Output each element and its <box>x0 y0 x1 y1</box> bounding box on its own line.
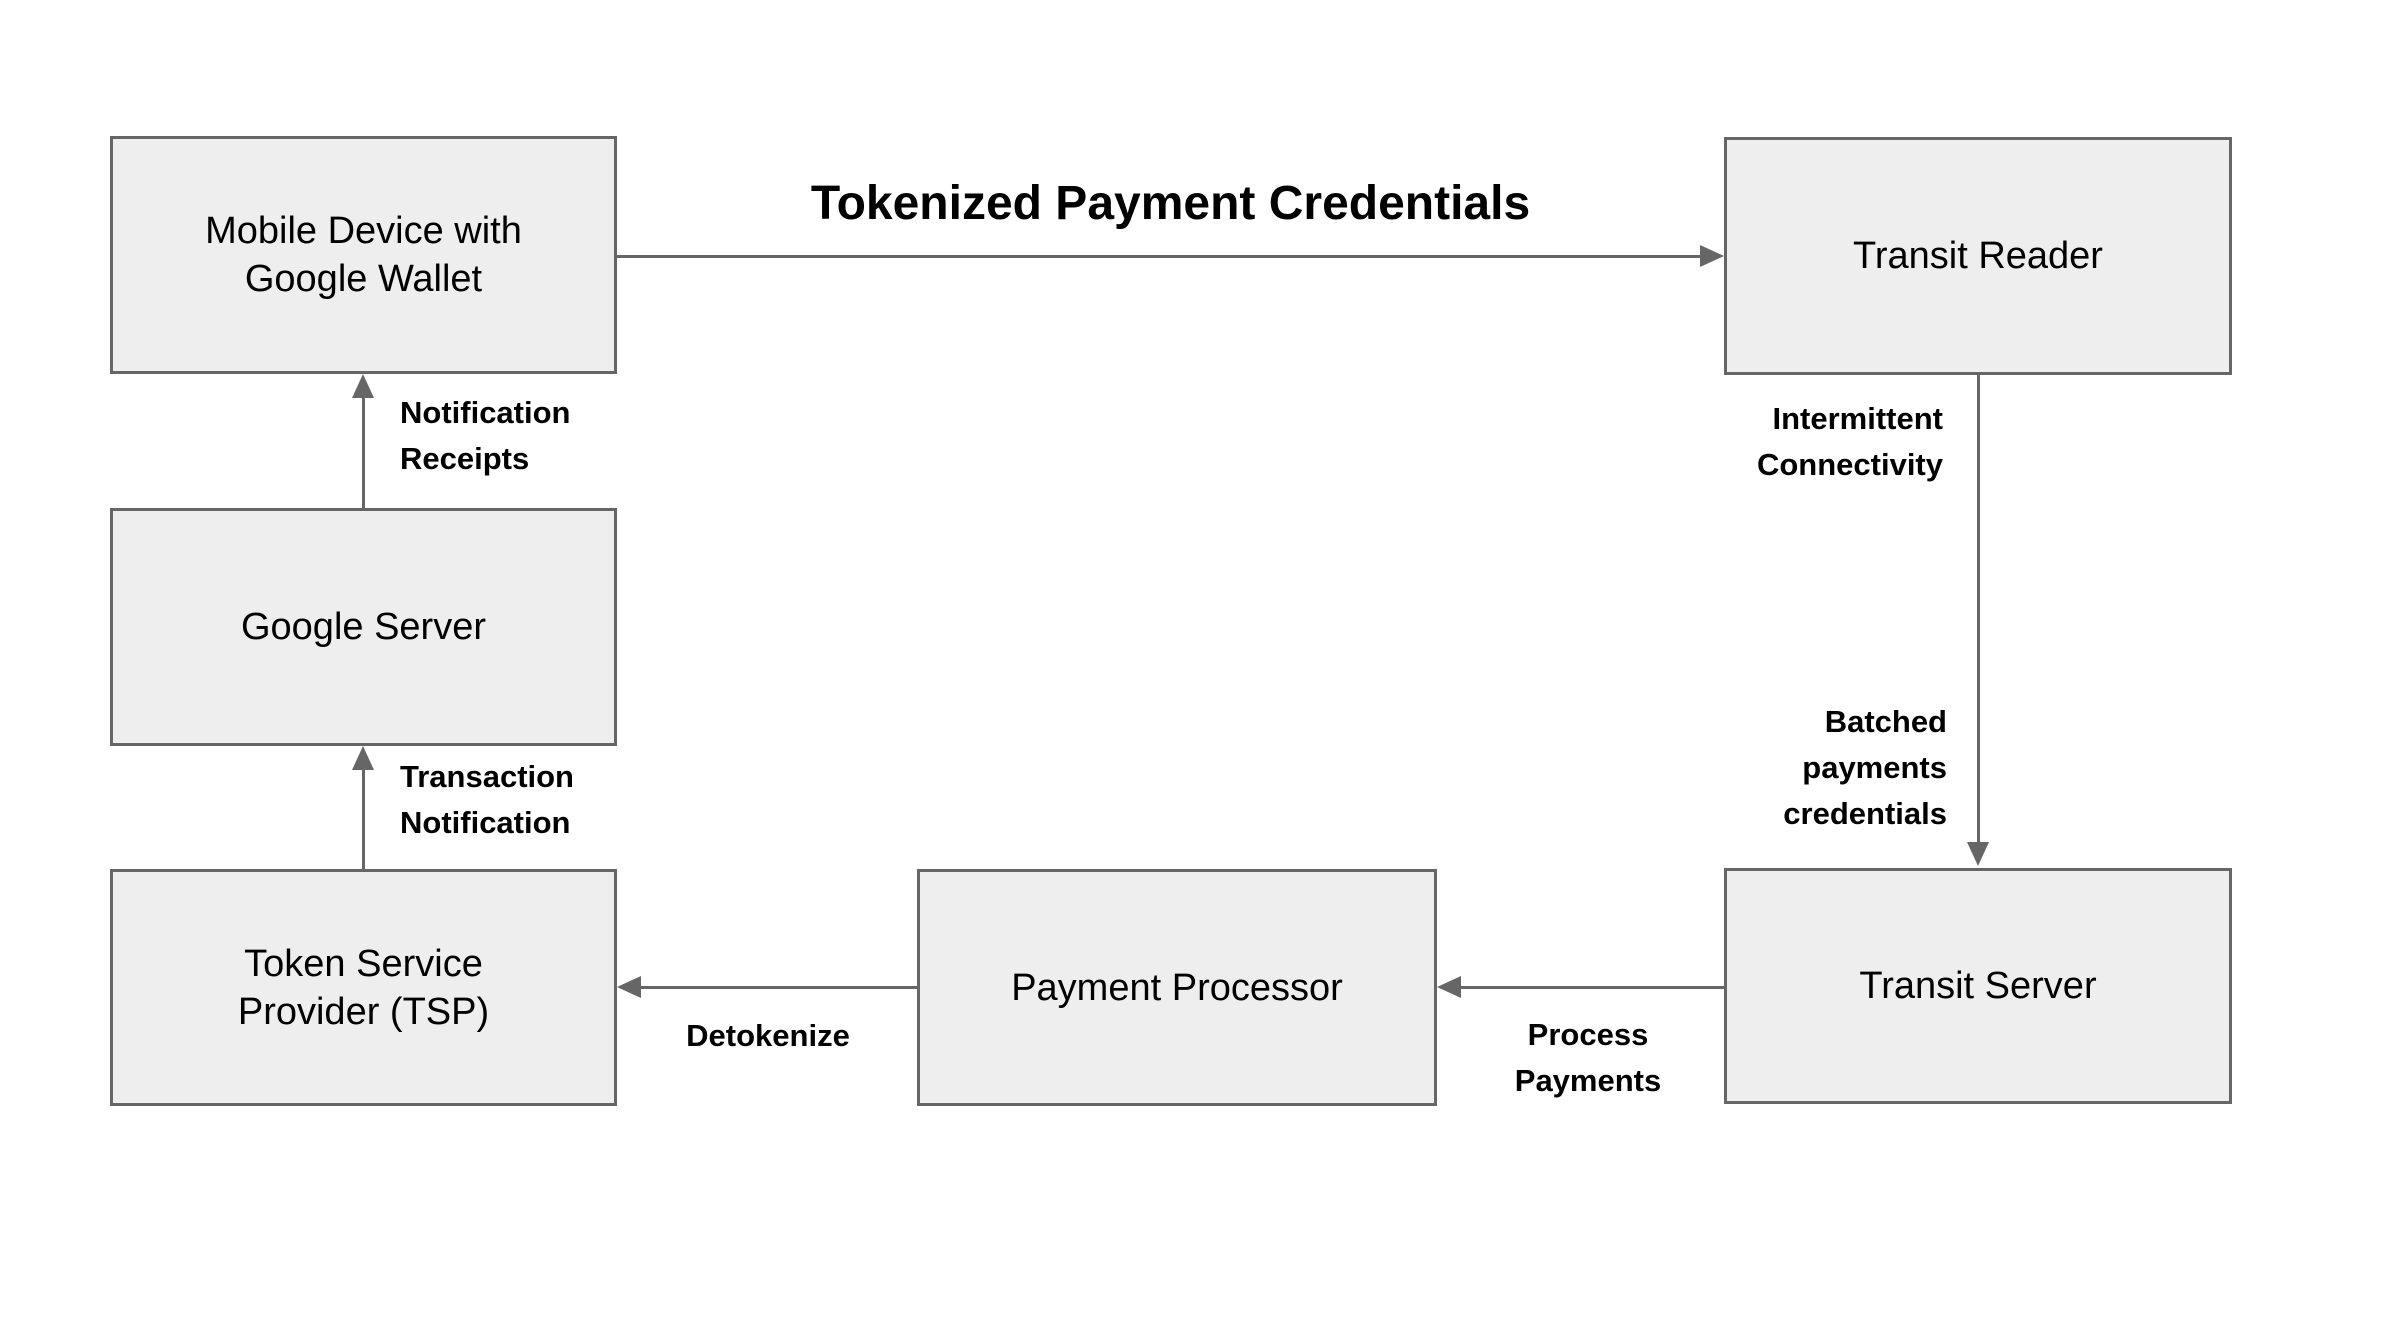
arrowhead-right-icon <box>1700 245 1724 267</box>
edge-intermittent-label: Intermittent Connectivity <box>1756 401 1943 482</box>
node-token-service-provider: Token Service Provider (TSP) <box>110 869 617 1106</box>
edge-detokenize-label: Detokenize <box>686 1018 850 1053</box>
node-transit-reader: Transit Reader <box>1724 137 2232 375</box>
edge-tokenized-label: Tokenized Payment Credentials <box>810 177 1531 230</box>
edge-tokenized-line <box>617 255 1700 258</box>
edge-transaction-notification-line <box>362 770 365 869</box>
node-transit-server-label: Transit Server <box>1859 965 2097 1007</box>
node-payment-processor-label: Payment Processor <box>1011 966 1343 1009</box>
node-google-server-label: Google Server <box>240 606 486 648</box>
edge-notification-receipts-label: Notification Receipts <box>400 395 571 476</box>
arrowhead-up-icon <box>352 374 374 398</box>
edge-reader-to-server-line <box>1977 375 1980 842</box>
node-mobile-device: Mobile Device with Google Wallet <box>110 136 617 374</box>
edge-notification-receipts-line <box>362 398 365 508</box>
node-transit-reader-label: Transit Reader <box>1853 235 2103 277</box>
arrowhead-left-icon <box>1437 976 1461 998</box>
edge-process-payments-line <box>1461 986 1724 989</box>
arrowhead-down-icon <box>1967 842 1989 866</box>
edge-transaction-notification-label: Transaction Notification <box>400 759 574 840</box>
node-google-server: Google Server <box>110 508 617 746</box>
edge-batched-label: Batched payments credentials <box>1783 704 1947 831</box>
edge-process-payments-label: Process Payments <box>1514 1017 1662 1098</box>
node-transit-server: Transit Server <box>1724 868 2232 1104</box>
arrowhead-up-icon <box>352 746 374 770</box>
node-mobile-device-label: Mobile Device with Google Wallet <box>205 210 522 300</box>
edge-detokenize-line <box>641 986 917 989</box>
node-payment-processor: Payment Processor <box>917 869 1437 1106</box>
node-token-service-provider-label: Token Service Provider (TSP) <box>237 942 490 1033</box>
arrowhead-left-icon <box>617 976 641 998</box>
